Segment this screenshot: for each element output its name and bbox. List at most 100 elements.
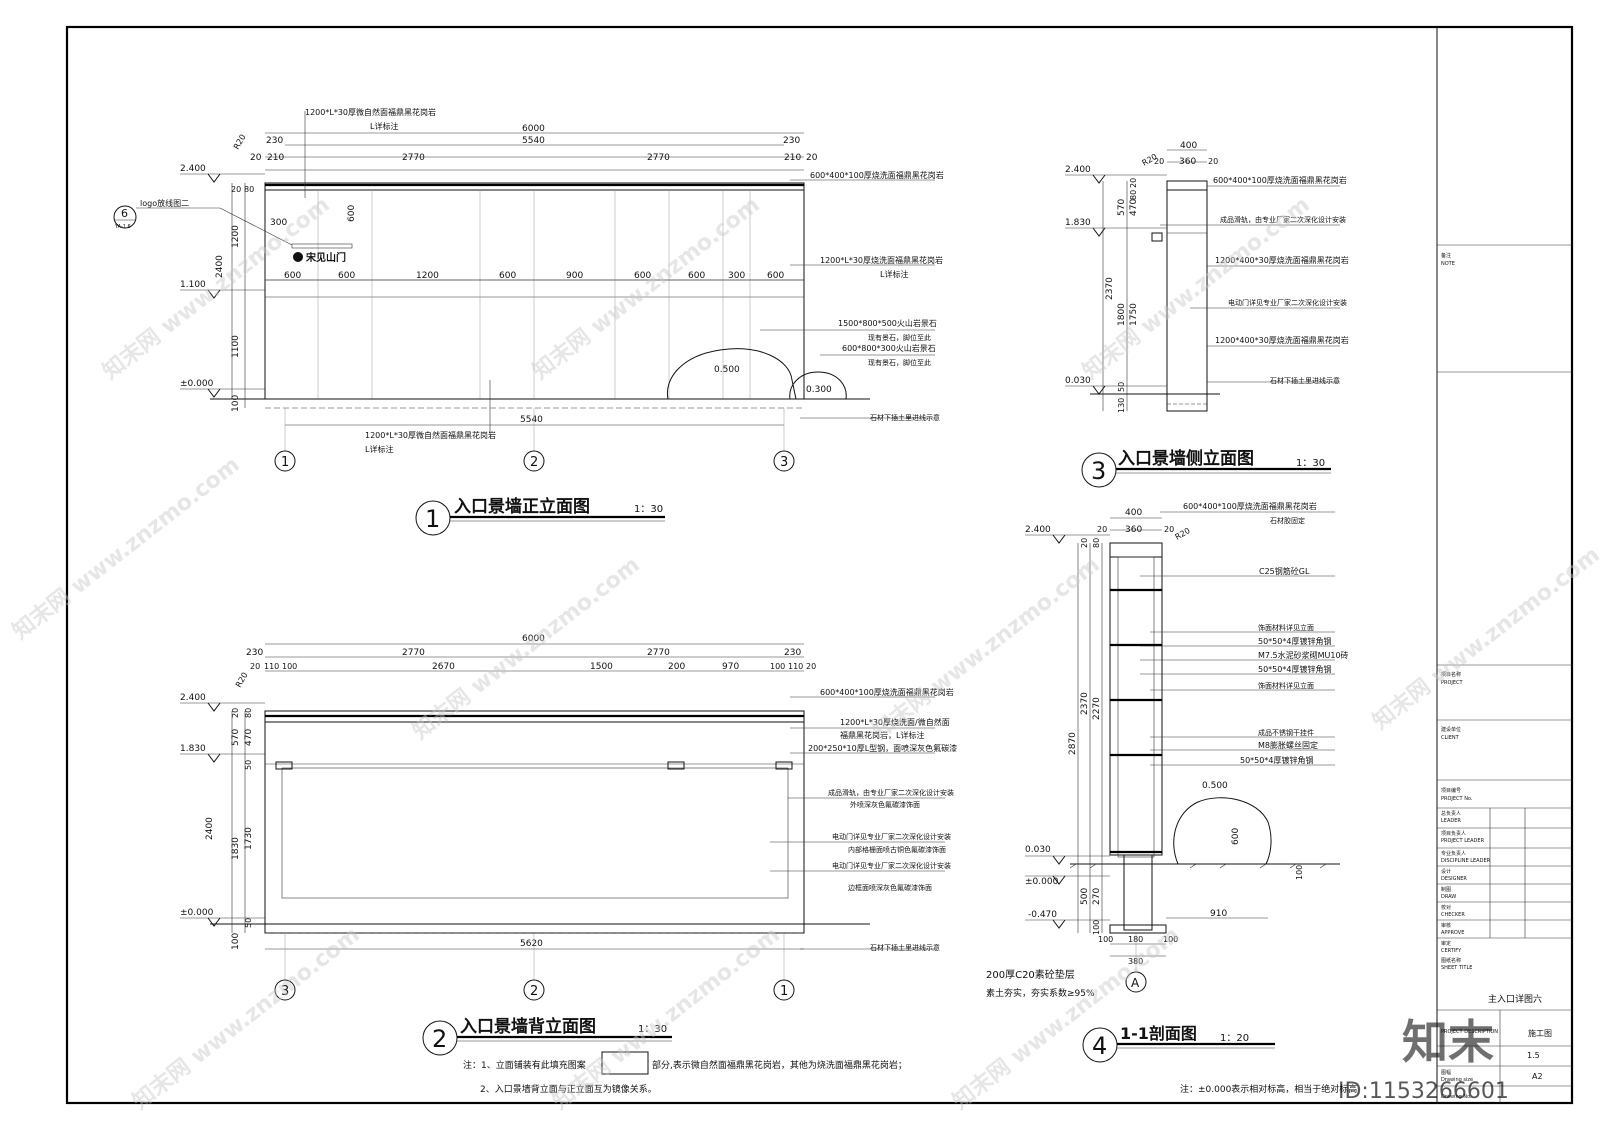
front-axis-label: 1 xyxy=(281,455,289,470)
back-scale: 1：30 xyxy=(638,1024,667,1035)
front-inner-dim: 600 xyxy=(338,271,355,281)
tb-drawno-en: Drawing No. xyxy=(1441,1094,1472,1100)
back-dim: 110 xyxy=(788,662,803,671)
callout-number: 6 xyxy=(121,207,128,220)
back-dim-bottom: 5620 xyxy=(520,939,543,949)
section-left-dim: 20 xyxy=(1080,538,1089,548)
back-label-door2: 内部格栅面喷古铜色氟碳漆饰面 xyxy=(848,845,946,854)
front-inner-dim: 1200 xyxy=(416,271,439,281)
front-inner-dim: 300 xyxy=(728,271,745,281)
section-left-dim: 80 xyxy=(1092,538,1101,548)
back-left-dim: 20 xyxy=(231,708,240,718)
tb-client-label: 建设单位 xyxy=(1441,726,1461,733)
section-label-finish2: 饰面材料详见立面 xyxy=(1258,681,1314,690)
back-label-door4: 边框面喷深灰色氟碳漆饰面 xyxy=(848,883,932,892)
section-label-angle1: 50*50*4厚镀锌角钢 xyxy=(1258,636,1331,646)
section-label-soil: 素土夯实，夯实系数≥95% xyxy=(986,987,1095,999)
front-axis-circle xyxy=(773,450,795,472)
front-label-rock2-note: 现有景石，脚位至此 xyxy=(868,358,931,367)
front-label-panel-note: L详标注 xyxy=(880,269,908,279)
front-dim-20b: 20 xyxy=(806,153,818,163)
tb-sheettitle-en: SHEET TITLE xyxy=(1441,965,1472,971)
back-elevation: 6000 230 2770 2770 230 20 110 100 2670 1… xyxy=(180,634,957,1056)
section-bottom-dim: 100 xyxy=(1163,935,1178,944)
front-dim-bottom: 5540 xyxy=(520,415,543,425)
side-left-dim: 570 xyxy=(1117,199,1127,216)
back-dim: 200 xyxy=(668,662,685,672)
front-dim-210a: 210 xyxy=(267,153,284,163)
back-dim: 110 xyxy=(264,662,279,671)
back-label-rail2: 外喷深灰色氟碳漆饰面 xyxy=(850,800,920,809)
section-level-030: 0.030 xyxy=(1025,845,1051,855)
side-elevation: 400 20 360 20 R20 570 470 20 80 2370 180… xyxy=(1065,141,1349,488)
back-left-dim: 470 xyxy=(244,729,254,746)
side-label-rail: 成品滑轨，由专业厂家二次深化设计安装 xyxy=(1220,215,1346,224)
section-label-angle3: 50*50*4厚镀锌角钢 xyxy=(1240,755,1313,765)
front-level-ground: ±0.000 xyxy=(180,379,214,389)
note-pattern-swatch xyxy=(601,1051,649,1075)
back-label-panel: 1200*L*30厚烧洗面/微自然面 xyxy=(840,717,950,727)
watermark-text: 知末网 www.znzmo.com xyxy=(868,552,1105,745)
front-dim-600-vert: 600 xyxy=(347,205,357,222)
front-dim-2770b: 2770 xyxy=(647,153,670,163)
section-dim-360: 360 xyxy=(1125,525,1142,535)
watermark-id: ID:1153266601 xyxy=(1338,1079,1509,1104)
back-label-door: 电动门详见专业厂家二次深化设计安装 xyxy=(832,832,951,841)
front-label-bottom: 1200*L*30厚微自然面福鼎黑花岗岩 xyxy=(365,430,496,440)
front-inner-dim: 600 xyxy=(767,271,784,281)
front-axis-label: 2 xyxy=(530,455,538,470)
side-wall-outline xyxy=(1166,180,1208,412)
back-dim: 2770 xyxy=(647,648,670,658)
section-rock-height: 600 xyxy=(1231,828,1241,845)
back-title: 入口景墙背立面图 xyxy=(460,1016,596,1037)
front-inner-dim: 600 xyxy=(634,271,651,281)
side-dim-20b: 20 xyxy=(1208,157,1218,166)
back-axis-circle xyxy=(274,979,296,1001)
front-dim-210b: 210 xyxy=(784,153,801,163)
front-axis-circle xyxy=(274,450,296,472)
back-label-cap: 600*400*100厚烧洗面福鼎黑花岗岩 xyxy=(820,687,954,697)
section-label-mortar: M7.5水泥砂浆砌MU10砖 xyxy=(1258,650,1349,660)
back-dim: 1500 xyxy=(590,662,613,672)
section-rock-level: 0.500 xyxy=(1202,781,1228,791)
tb-disc-label: 专业负责人 xyxy=(1441,850,1466,857)
front-level-mid: 1.100 xyxy=(180,280,206,290)
tb-pleader-label: 项目负责人 xyxy=(1441,830,1466,837)
back-level-mid: 1.830 xyxy=(180,744,206,754)
front-scale: 1：30 xyxy=(634,504,663,515)
front-left-dim: R20 xyxy=(232,133,248,151)
tb-sheet-no: 1.5 xyxy=(1527,1051,1540,1060)
side-left-dim: 1750 xyxy=(1129,303,1139,326)
section-left-dim: 2270 xyxy=(1092,697,1102,720)
logo-emblem-icon xyxy=(293,252,303,262)
back-left-dim: 1730 xyxy=(244,827,254,850)
back-door-grille xyxy=(281,767,789,899)
back-dim: 2670 xyxy=(432,662,455,672)
tb-project-label: 项目名称 xyxy=(1441,671,1461,678)
tb-certify-label: 审定 xyxy=(1441,940,1451,947)
tb-designer-en: DESIGNER xyxy=(1441,876,1467,882)
front-left-dim: 2400 xyxy=(215,255,225,278)
tb-pleader-en: PROJECT LEADER xyxy=(1441,838,1485,844)
back-axis-label: 2 xyxy=(530,984,538,999)
back-axis-label: 1 xyxy=(780,984,788,999)
rock-large xyxy=(666,348,797,400)
section-dim-400: 400 xyxy=(1125,508,1142,518)
front-label-cap: 600*400*100厚烧洗面福鼎黑花岗岩 xyxy=(810,170,944,180)
section-label-cushion: 200厚C20素砼垫层 xyxy=(986,968,1075,981)
section-bottom-dim: 380 xyxy=(1128,957,1143,966)
front-logo-text: 宋见山门 xyxy=(305,251,346,264)
back-dim: 2770 xyxy=(402,648,425,658)
tb-sheettitle-label: 图纸名称 xyxy=(1441,957,1461,964)
back-axis-circle xyxy=(523,979,545,1001)
front-dim-300: 300 xyxy=(270,218,287,228)
side-left-dim: 1800 xyxy=(1117,303,1127,326)
back-label-door3: 电动门详见专业厂家二次深化设计安装 xyxy=(832,861,951,870)
note-main-suffix: 部分,表示微自然面福鼎黑花岗岩，其他为烧洗面福鼎黑花岗岩； xyxy=(652,1059,907,1071)
section-title-number: 4 xyxy=(1092,1032,1107,1060)
note-elevation: 注：±0.000表示相对标高，相当于绝对标高 xyxy=(1180,1083,1357,1095)
front-rock-level-b: 0.300 xyxy=(806,385,832,395)
back-dim-total: 6000 xyxy=(522,634,545,644)
front-title-number: 1 xyxy=(425,505,440,533)
section-rock xyxy=(1173,797,1272,865)
